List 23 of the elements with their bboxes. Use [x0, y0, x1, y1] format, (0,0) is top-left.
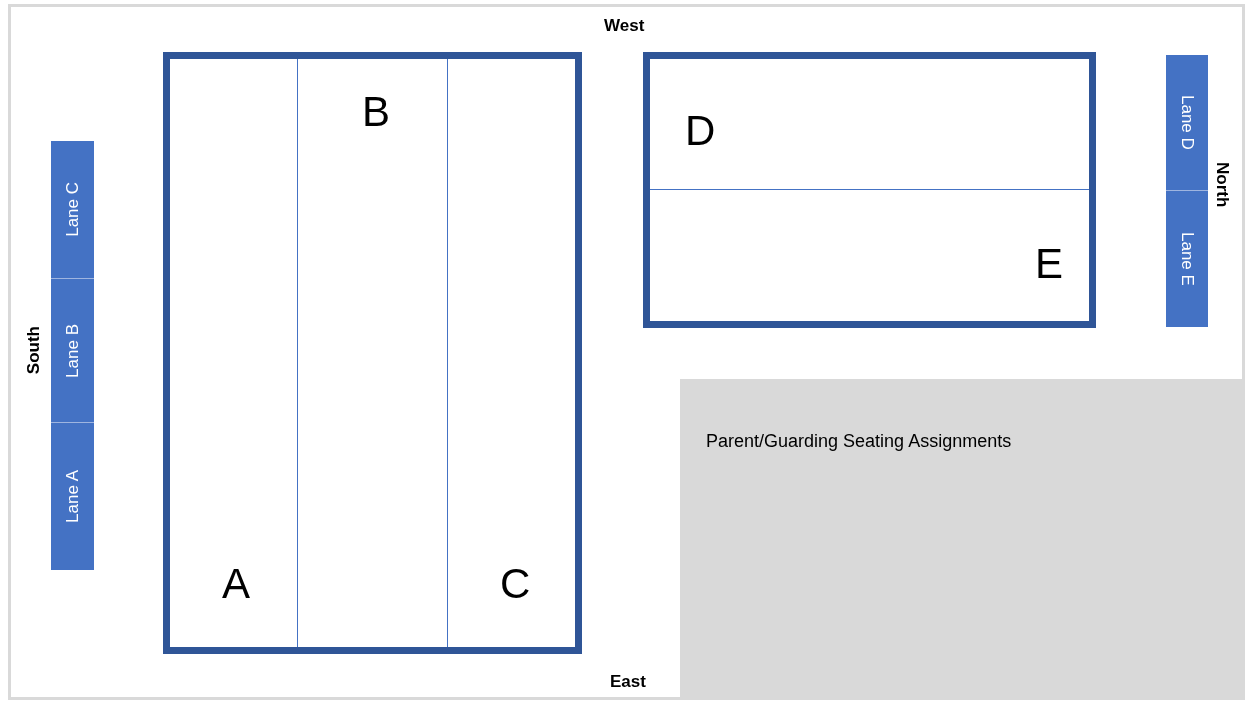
section-letter: A	[222, 563, 250, 605]
direction-label: North	[1212, 162, 1232, 208]
direction-label: East	[610, 672, 646, 692]
lane-label: Lane E	[1177, 232, 1197, 286]
lane-bar	[51, 423, 94, 570]
lane-bar	[51, 141, 94, 279]
lane-label: Lane D	[1177, 95, 1197, 150]
lane-label: Lane C	[62, 182, 83, 237]
court-outline	[643, 52, 1096, 328]
direction-label: South	[24, 326, 44, 375]
area-caption: Parent/Guarding Seating Assignments	[706, 431, 1012, 452]
direction-label: West	[604, 16, 645, 36]
seating-area	[680, 379, 1245, 700]
lane-bar	[1166, 55, 1208, 191]
court-outline	[163, 52, 582, 654]
lane-bar	[1166, 191, 1208, 327]
section-letter: B	[362, 91, 390, 133]
section-letter: E	[1035, 243, 1063, 285]
section-letter: D	[685, 110, 716, 152]
lane-label: Lane B	[62, 323, 83, 378]
lane-label: Lane A	[62, 470, 83, 523]
section-letter: C	[500, 563, 531, 605]
lane-bar	[51, 279, 94, 423]
